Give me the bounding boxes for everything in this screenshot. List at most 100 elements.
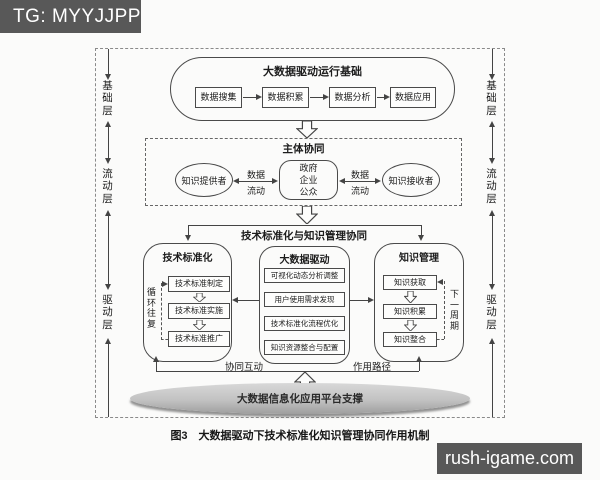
connector-line <box>239 181 272 182</box>
arrowhead-down-icon <box>488 284 495 290</box>
bigdata-item-box: 可视化动态分析调整 <box>264 268 345 283</box>
arrowhead-up-icon <box>488 121 495 127</box>
knowledge-item-box: 知识获取 <box>383 275 437 290</box>
arrowhead-right-icon <box>375 177 381 184</box>
knowledge-provider-ellipse: 知识提供者 <box>175 163 233 197</box>
foundation-step-box: 数据积累 <box>262 87 309 108</box>
connector-line <box>492 49 493 75</box>
connector-line <box>310 97 323 98</box>
arrowhead-right-icon <box>323 93 329 100</box>
arrowhead-down-icon <box>184 235 191 241</box>
arrowhead-left-icon <box>437 278 443 285</box>
bigdata-box <box>259 246 350 364</box>
cycle-dashed-line <box>161 339 168 340</box>
block-arrow-down-icon <box>404 320 417 331</box>
foundation-step-box: 数据分析 <box>329 87 376 108</box>
subject-title: 主体协同 <box>282 143 325 155</box>
arrowhead-right-icon <box>256 93 262 100</box>
arrowhead-down-icon <box>417 235 424 241</box>
cycle-repeat-label: 循环往复 <box>146 287 156 329</box>
subject-center-line: 公众 <box>299 187 318 197</box>
block-arrow-down-icon <box>193 293 206 302</box>
block-arrow-down-icon <box>404 291 417 303</box>
arrowhead-down-icon <box>488 74 495 80</box>
standardization-item-box: 技术标准实施 <box>168 303 230 319</box>
data-flow-label: 数据 <box>246 170 265 180</box>
arrowhead-up-icon <box>104 121 111 127</box>
connector-line <box>156 361 157 371</box>
standardization-item-box: 技术标准制定 <box>168 276 230 292</box>
arrowhead-down-icon <box>104 158 111 164</box>
bigdata-title: 大数据驱动 <box>279 255 330 266</box>
connector-line <box>108 343 109 417</box>
arrowhead-left-icon <box>339 177 345 184</box>
connector-line <box>492 126 493 159</box>
watermark-bottom-badge: rush-igame.com <box>437 443 582 474</box>
data-flow-label: 数据 <box>350 170 369 180</box>
connector-line <box>108 49 109 75</box>
knowledge-title: 知识管理 <box>399 253 439 264</box>
connector-line <box>156 371 419 372</box>
cycle-dashed-line <box>437 339 444 340</box>
coordination-title: 技术标准化与知识管理协同 <box>241 230 367 242</box>
block-arrow-down-icon <box>193 320 206 330</box>
block-arrow-up-icon <box>294 372 316 390</box>
knowledge-receiver-ellipse: 知识接收者 <box>382 163 440 197</box>
connector-line <box>419 361 420 371</box>
arrowhead-left-icon <box>232 296 238 303</box>
layer-label-flow: 流动层 <box>102 168 113 205</box>
knowledge-item-box: 知识整合 <box>383 332 437 347</box>
arrowhead-right-icon <box>368 296 374 303</box>
figure-caption: 图3 大数据驱动下技术标准化知识管理协同作用机制 <box>170 430 430 442</box>
arrowhead-down-icon <box>488 158 495 164</box>
connector-line <box>377 97 384 98</box>
data-flow-label: 流动 <box>350 186 369 196</box>
standardization-title: 技术标准化 <box>162 253 213 264</box>
connector-line <box>492 215 493 285</box>
arrowhead-left-icon <box>233 177 239 184</box>
knowledge-item-box: 知识积累 <box>383 304 437 319</box>
connector-line <box>421 225 422 235</box>
next-cycle-label: 下一周期 <box>449 289 459 331</box>
layer-label-flow: 流动层 <box>486 168 497 205</box>
foundation-title: 大数据驱动运行基础 <box>263 66 362 78</box>
layer-label-foundation: 基础层 <box>102 80 113 117</box>
arrowhead-right-icon <box>272 177 278 184</box>
arrowhead-down-icon <box>104 284 111 290</box>
connector-line <box>345 181 375 182</box>
bigdata-item-box: 技术标准化流程优化 <box>264 316 345 331</box>
synergy-interaction-label: 协同互动 <box>224 362 263 373</box>
arrowhead-down-icon <box>104 74 111 80</box>
subject-center-box: 政府 企业 公众 <box>279 160 338 200</box>
bigdata-item-box: 用户使用需求发现 <box>264 292 345 307</box>
foundation-step-box: 数据应用 <box>390 87 436 108</box>
connector-line <box>243 97 256 98</box>
bigdata-item-box: 知识资源整合与配置 <box>264 340 345 355</box>
arrowhead-up-icon <box>104 210 111 216</box>
arrowhead-up-icon <box>152 356 159 362</box>
cycle-dashed-line <box>444 281 445 339</box>
standardization-box <box>143 243 232 362</box>
connector-line <box>350 300 368 301</box>
layer-label-foundation: 基础层 <box>486 80 497 117</box>
subject-center-line: 政府 <box>299 163 318 173</box>
foundation-oval <box>170 57 455 121</box>
layer-label-drive: 驱动层 <box>102 294 113 331</box>
arrowhead-up-icon <box>104 338 111 344</box>
arrowhead-up-icon <box>415 356 422 362</box>
block-arrow-down-icon <box>296 121 318 138</box>
platform-ellipse: 大数据信息化应用平台支撑 <box>130 383 470 414</box>
connector-line <box>492 343 493 417</box>
arrowhead-up-icon <box>488 338 495 344</box>
connector-line <box>238 300 259 301</box>
arrowhead-right-icon <box>384 93 390 100</box>
foundation-step-box: 数据搜集 <box>195 87 242 108</box>
arrowhead-up-icon <box>488 210 495 216</box>
standardization-item-box: 技术标准推广 <box>168 331 230 347</box>
block-arrow-down-icon <box>296 206 318 224</box>
connector-line <box>188 225 189 235</box>
connector-line <box>188 225 421 226</box>
data-flow-label: 流动 <box>246 186 265 196</box>
arrowhead-right-icon <box>162 280 168 287</box>
